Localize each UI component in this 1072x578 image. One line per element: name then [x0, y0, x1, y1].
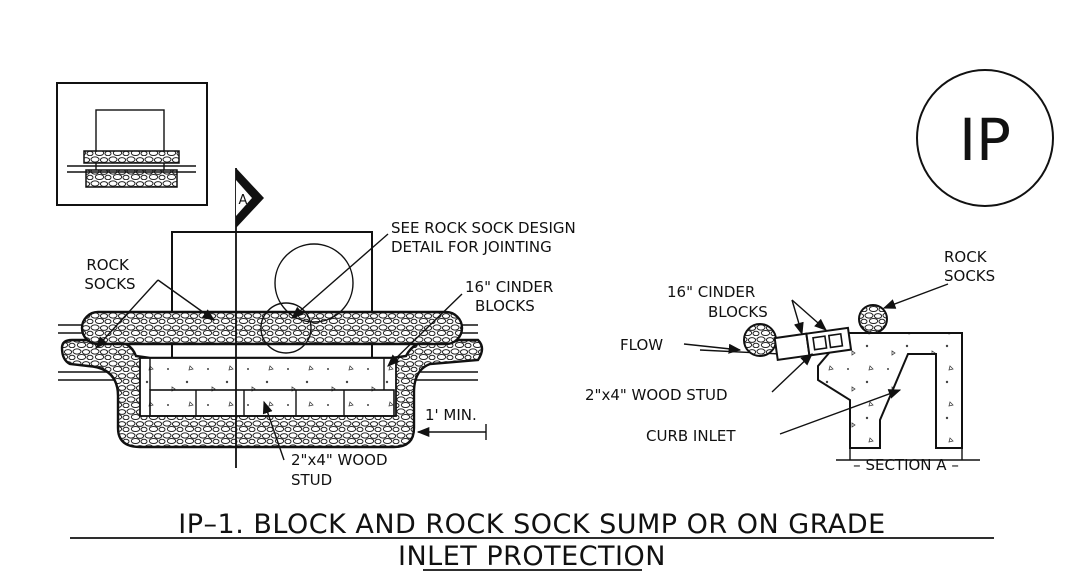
section-rock-socks-label: ROCK SOCKS — [944, 248, 995, 285]
section-cinder-blocks-label: 16" CINDER BLOCKS — [667, 283, 768, 321]
plan-cinder-blocks — [139, 357, 397, 417]
curb-rock-sock — [80, 310, 464, 346]
ip-badge: IP — [916, 69, 1054, 207]
plan-view: A ROCK SOCKS SEE ROCK SOCK DESIGN DETAIL… — [58, 168, 581, 489]
section-a-view: ROCK SOCKS 16" CINDER BLOCKS FLOW 2"x4" … — [585, 248, 995, 474]
plan-cinder-blocks-label: 16" CINDER BLOCKS — [465, 278, 558, 315]
drawing-title: IP–1. BLOCK AND ROCK SOCK SUMP OR ON GRA… — [70, 509, 994, 572]
title-line-2: INLET PROTECTION — [398, 541, 666, 572]
curb-inlet-label: CURB INLET — [646, 427, 736, 445]
section-a-title: – SECTION A – — [853, 456, 959, 474]
section-wood-stud-label: 2"x4" WOOD STUD — [585, 386, 728, 404]
key-map — [56, 82, 208, 206]
section-marker-text: A — [239, 193, 248, 208]
title-line-1: IP–1. BLOCK AND ROCK SOCK SUMP OR ON GRA… — [178, 509, 885, 540]
section-rock-sock-top — [858, 304, 888, 334]
plan-wood-stud-label: 2"x4" WOOD STUD — [291, 451, 392, 489]
plan-min-label: 1' MIN. — [425, 406, 477, 424]
plan-rock-socks-label: ROCK SOCKS — [84, 256, 135, 293]
ip-badge-text: IP — [959, 106, 1011, 174]
section-rock-sock-left — [743, 323, 777, 357]
see-detail-label: SEE ROCK SOCK DESIGN DETAIL FOR JOINTING — [391, 219, 581, 256]
flow-label: FLOW — [620, 336, 663, 354]
